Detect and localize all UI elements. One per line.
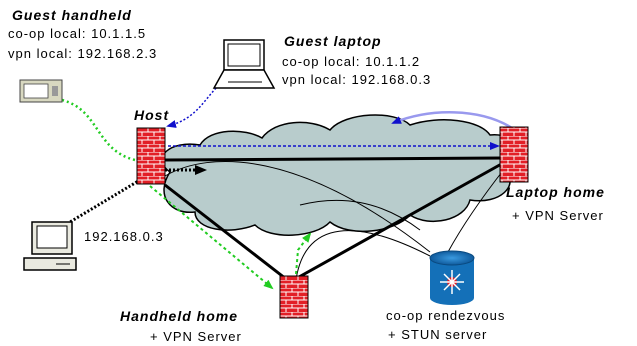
guest-laptop-to-host-link: [166, 79, 226, 128]
laptop-home-return-arc: [391, 111, 513, 130]
handheld-home-firewall-icon: [279, 275, 309, 319]
guest-handheld-coop-address: co-op local: 10.1.1.5: [8, 26, 146, 41]
handheld-home-title: Handheld home: [120, 308, 238, 324]
guest-laptop-coop-address: co-op local: 10.1.1.2: [282, 54, 420, 69]
host-to-handheld-home-link: [149, 185, 274, 290]
desktop-to-host-link: [59, 178, 141, 230]
handheld-icon: [19, 79, 63, 103]
backbone-links: [164, 156, 506, 289]
stun-server-label: + STUN server: [388, 327, 487, 342]
laptop-home-title: Laptop home: [506, 184, 605, 200]
guest-handheld-title: Guest handheld: [12, 7, 132, 23]
router-icon: [429, 250, 475, 305]
guest-handheld-vpn-address: vpn local: 192.168.2.3: [8, 46, 157, 61]
desktop-address: 192.168.0.3: [84, 229, 164, 244]
handheld-home-vpn-server: + VPN Server: [150, 329, 242, 344]
laptop-home-firewall-icon: [499, 126, 529, 183]
internet-cloud: [161, 114, 518, 236]
desktop-computer-icon: [23, 221, 77, 271]
rendezvous-title: co-op rendezvous: [386, 308, 505, 323]
guest-laptop-title: Guest laptop: [284, 33, 382, 49]
laptop-icon: [212, 39, 276, 89]
host-title: Host: [134, 107, 169, 123]
handheld-home-to-cloud-link: [295, 232, 312, 275]
guest-handheld-to-host-link: [61, 98, 136, 162]
host-firewall-icon: [136, 127, 166, 185]
guest-laptop-vpn-address: vpn local: 192.168.0.3: [282, 72, 431, 87]
laptop-home-vpn-server: + VPN Server: [512, 208, 604, 223]
